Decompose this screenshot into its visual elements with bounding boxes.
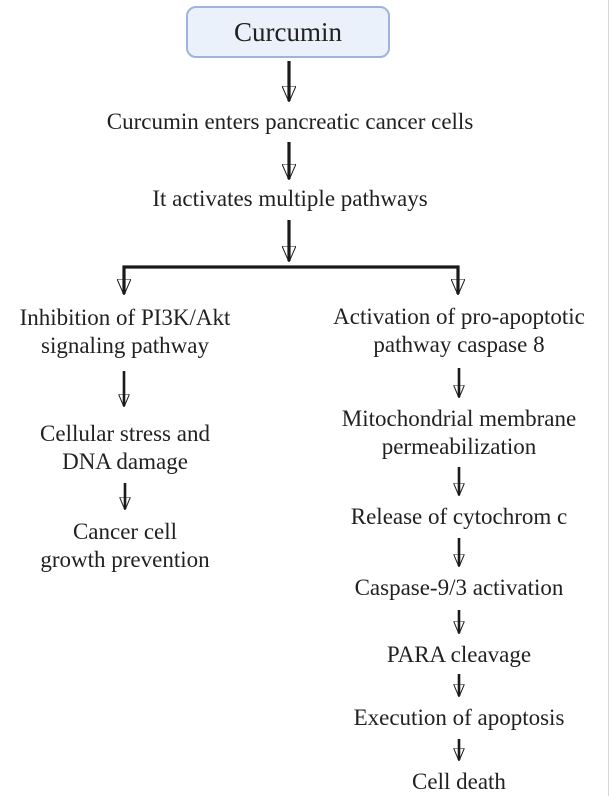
node-cancer-cell-growth-prevention: Cancer cell growth prevention: [40, 519, 210, 572]
node-release-of-cytochrom-c: Release of cytochrom c: [350, 504, 568, 529]
node-curcumin-label: Curcumin: [234, 16, 342, 47]
node-enters-pancreatic-cells: Curcumin enters pancreatic cancer cells: [106, 109, 474, 134]
node-mitochondrial-membrane-permeabilization: Mitochondrial membrane permeabilization: [341, 406, 577, 459]
node-para-cleavage: PARA cleavage: [386, 642, 532, 667]
node-curcumin: Curcumin: [186, 6, 390, 58]
node-execution-of-apoptosis: Execution of apoptosis: [353, 705, 565, 730]
node-caspase-9-3-activation: Caspase-9/3 activation: [354, 575, 564, 600]
node-inhibition-pi3k-akt: Inhibition of PI3K/Akt signaling pathway: [19, 305, 231, 358]
node-cell-death: Cell death: [412, 769, 506, 794]
node-activation-pro-apoptotic-caspase8: Activation of pro-apoptotic pathway casp…: [333, 304, 585, 357]
node-activates-multiple-pathways: It activates multiple pathways: [152, 186, 428, 211]
node-cellular-stress-dna-damage: Cellular stress and DNA damage: [40, 421, 210, 474]
